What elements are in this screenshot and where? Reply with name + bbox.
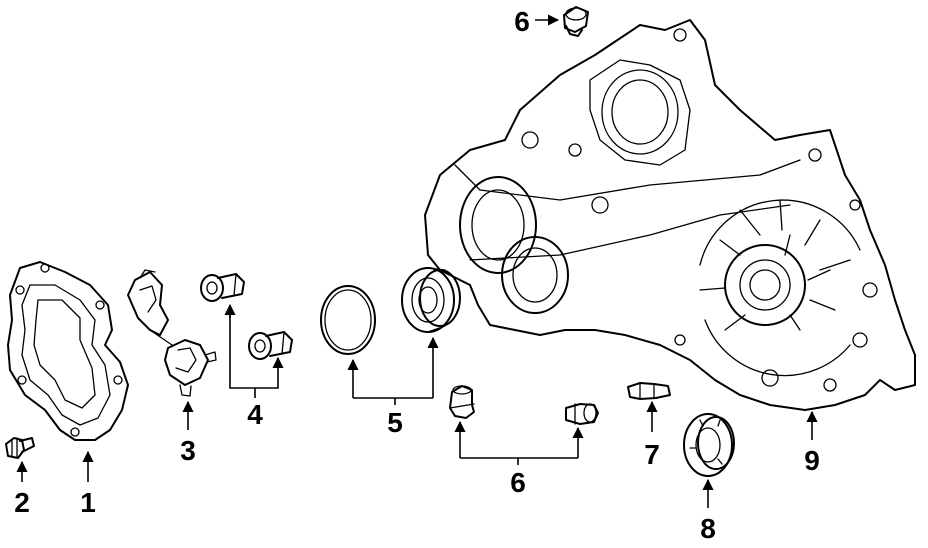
transmission-housing [424,19,916,411]
seal-and-bearing [320,267,461,355]
callout-labels: 1 2 3 4 5 6 6 7 8 9 [14,6,820,544]
shift-component [127,269,217,397]
oil-seal [683,413,735,477]
callout-2: 2 [14,487,30,518]
callout-6-top: 6 [514,6,530,37]
reverse-pin [627,382,671,400]
drain-plugs [200,273,293,360]
leader-lines [16,14,818,508]
callout-8: 8 [700,513,716,544]
callout-3: 3 [180,435,196,466]
cover-bolt [5,437,35,459]
callout-4: 4 [247,399,263,430]
callout-6-lower: 6 [510,467,526,498]
callout-5: 5 [387,407,403,438]
callout-7: 7 [644,439,660,470]
callout-9: 9 [804,445,820,476]
plug-lower-left [449,385,475,419]
leader-4 [229,308,255,389]
plug-top [563,6,589,37]
side-cover [7,261,129,441]
plug-lower-right [565,403,599,425]
callout-1: 1 [80,487,96,518]
